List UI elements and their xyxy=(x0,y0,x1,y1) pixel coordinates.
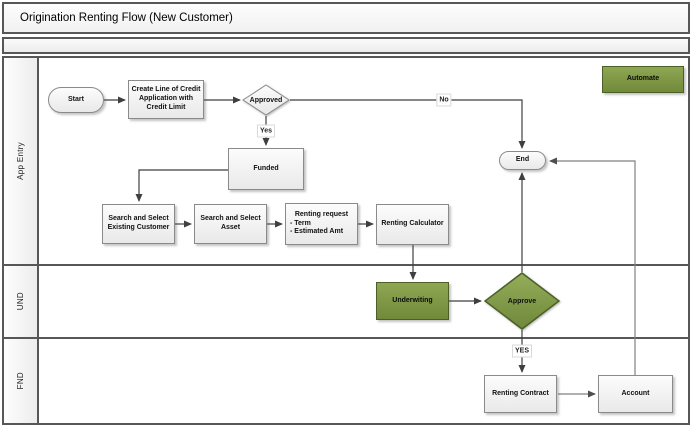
funded-label: Funded xyxy=(253,164,279,172)
account-label: Account xyxy=(621,389,650,397)
diagram-title-bar: Origination Renting Flow (New Customer) xyxy=(2,2,690,34)
underwriting-label: Underwiting xyxy=(392,296,433,304)
approved-decision-node: Approved xyxy=(242,84,290,116)
approve-diamond-shape xyxy=(483,272,561,330)
edge-label-no: No xyxy=(436,93,452,107)
account-node: Account xyxy=(598,375,673,413)
search-existing-customer-node: Search and Select Existing Customer xyxy=(102,204,175,244)
approve-decision-label: Approve xyxy=(507,297,537,305)
edge-label-yes-caps: YES xyxy=(511,344,533,358)
renting-calculator-label: Renting Calculator xyxy=(381,220,444,228)
renting-request-term: - Term xyxy=(290,219,311,227)
search-asset-label: Search and Select Asset xyxy=(200,215,261,231)
approved-decision-label: Approved xyxy=(249,96,283,104)
lane-app-entry: App Entry xyxy=(4,58,37,264)
end-node: End xyxy=(499,151,546,170)
renting-calculator-node: Renting Calculator xyxy=(376,204,449,245)
renting-request-node: Renting request - Term - Estimated Amt xyxy=(285,203,358,245)
lane-und: UND xyxy=(4,266,37,337)
start-node: Start xyxy=(48,87,104,113)
connector-funded-to-search-customer xyxy=(135,169,228,202)
start-label: Start xyxy=(68,95,84,103)
underwriting-node: Underwiting xyxy=(376,282,449,320)
phase-band xyxy=(2,37,690,54)
connector-account-to-end xyxy=(549,157,636,376)
lane-divider-2 xyxy=(2,337,690,339)
lane-fnd: FND xyxy=(4,339,37,423)
automate-node: Automate xyxy=(602,66,684,93)
renting-request-estimated-amt: - Estimated Amt xyxy=(290,228,344,236)
approve-decision-node: Approve xyxy=(483,272,561,330)
edge-label-yes: Yes xyxy=(256,124,276,138)
funded-node: Funded xyxy=(228,148,304,190)
create-application-label: Create Line of Credit Application with C… xyxy=(131,86,201,111)
search-existing-customer-label: Search and Select Existing Customer xyxy=(107,215,170,231)
connector-approved-no-to-end xyxy=(290,99,526,149)
renting-request-title: Renting request xyxy=(294,210,349,218)
renting-contract-label: Renting Contract xyxy=(492,389,549,397)
create-application-node: Create Line of Credit Application with C… xyxy=(128,80,204,119)
search-asset-node: Search and Select Asset xyxy=(194,204,267,244)
automate-label: Automate xyxy=(626,75,660,83)
renting-contract-node: Renting Contract xyxy=(484,375,557,413)
approved-diamond-shape xyxy=(242,84,290,116)
lane-label-column-border xyxy=(37,58,39,423)
end-label: End xyxy=(515,156,530,164)
lane-divider-1 xyxy=(2,264,690,266)
diagram-title: Origination Renting Flow (New Customer) xyxy=(20,12,233,24)
